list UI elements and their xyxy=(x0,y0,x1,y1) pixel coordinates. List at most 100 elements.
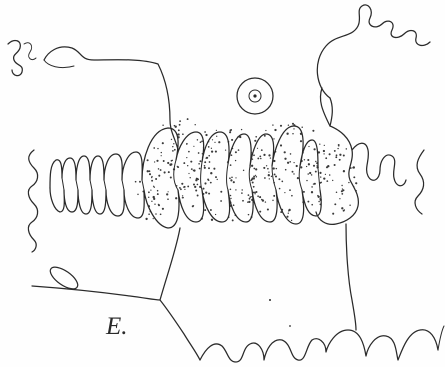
stipple-dot xyxy=(326,180,328,182)
stipple-dot xyxy=(188,151,190,153)
stipple-dot xyxy=(341,207,343,209)
stipple-dot xyxy=(208,146,210,148)
stipple-dot xyxy=(172,150,174,152)
stipple-dot xyxy=(243,170,244,171)
stipple-dot xyxy=(241,189,242,190)
stipple-dot xyxy=(148,197,149,198)
lobe-necks xyxy=(62,160,320,190)
stipple-dot xyxy=(182,195,183,196)
stipple-dot xyxy=(346,148,348,150)
stipple-dot xyxy=(161,152,162,153)
stipple-dot xyxy=(158,175,160,177)
stipple-dot xyxy=(139,181,141,183)
stipple-dot xyxy=(291,195,293,197)
stipple-dot xyxy=(214,142,215,143)
stipple-dot xyxy=(198,152,200,154)
stipple-dot xyxy=(273,160,275,162)
stipple-dot xyxy=(168,171,170,173)
stipple-dot xyxy=(162,142,164,144)
stipple-dot xyxy=(153,198,155,200)
stipple-dot xyxy=(160,169,162,171)
stipple-dot xyxy=(251,178,253,180)
stipple-dot xyxy=(273,138,274,139)
stipple-dot xyxy=(308,163,310,165)
stipple-dot xyxy=(174,149,176,151)
stipple-dot xyxy=(308,146,309,147)
stipple-dot xyxy=(167,162,169,164)
stipple-dot xyxy=(233,181,235,183)
stipple-dot xyxy=(187,118,189,120)
stipple-dot xyxy=(191,168,193,170)
stipple-dot xyxy=(341,185,342,186)
stipple-dot xyxy=(307,201,309,203)
stipple-dot xyxy=(341,190,343,192)
stipple-dot xyxy=(272,124,273,125)
stipple-dot xyxy=(230,198,231,199)
stipple-dot xyxy=(293,173,294,174)
stipple-dot xyxy=(323,150,325,152)
stipple-dot xyxy=(306,180,307,181)
stipple-dot xyxy=(288,209,290,211)
stipple-dot xyxy=(284,192,285,193)
stipple-dot xyxy=(193,183,195,185)
stipple-dot xyxy=(198,163,200,165)
stipple-dot xyxy=(210,209,212,211)
stipple-dot xyxy=(154,161,155,162)
stipple-dot xyxy=(291,220,292,221)
stipple-dot xyxy=(197,139,198,140)
stipple-dot xyxy=(204,165,206,167)
stipple-dot xyxy=(190,177,191,178)
stipple-dot xyxy=(208,155,210,157)
stipple-dot xyxy=(268,154,270,156)
right-wavy-margin xyxy=(415,150,424,214)
stipple-dot xyxy=(334,164,336,166)
stipple-dot xyxy=(204,131,206,133)
stipple-dot xyxy=(171,160,173,162)
stipple-dot xyxy=(154,187,155,188)
stipple-dot xyxy=(253,177,255,179)
stray-dot xyxy=(289,325,291,327)
stipple-dot xyxy=(248,194,250,196)
stipple-dot xyxy=(199,168,201,170)
stipple-dot xyxy=(209,161,211,163)
left-wavy-margin xyxy=(28,150,37,252)
stipple-dot xyxy=(211,148,212,149)
stipple-dot xyxy=(188,173,189,174)
stipple-dot xyxy=(325,157,327,159)
stipple-dot xyxy=(204,209,206,211)
stipple-dot xyxy=(304,159,305,160)
stipple-dot xyxy=(311,186,313,188)
stipple-dot xyxy=(292,171,294,173)
stipple-dot xyxy=(252,182,254,184)
stipple-dot xyxy=(186,143,188,145)
stipple-dot xyxy=(267,168,269,170)
stipple-dot xyxy=(179,124,181,126)
stipple-dot xyxy=(225,149,226,150)
stipple-dot xyxy=(217,179,218,180)
stipple-dot xyxy=(343,210,345,212)
stipple-dot xyxy=(287,162,289,164)
stipple-dot xyxy=(256,176,258,178)
stipple-dot xyxy=(194,186,196,188)
stipple-dot xyxy=(264,135,266,137)
stipple-dot xyxy=(265,130,266,131)
stipple-dot xyxy=(332,180,333,181)
stipple-dot xyxy=(158,204,160,206)
stipple-dot xyxy=(292,133,293,134)
stipple-dot xyxy=(231,139,233,141)
stipple-dot xyxy=(204,182,206,184)
stipple-dot xyxy=(301,127,302,128)
stipple-dot xyxy=(285,169,287,171)
stipple-dot xyxy=(151,176,152,177)
stipple-dot xyxy=(296,165,298,167)
stipple-dot xyxy=(336,154,338,156)
stipple-dot xyxy=(269,178,270,179)
stipple-dot xyxy=(216,130,217,131)
stipple-dot xyxy=(218,141,220,143)
stipple-dot xyxy=(257,195,259,197)
stipple-dot xyxy=(247,201,249,203)
stipple-dot xyxy=(145,218,147,220)
stipple-dot xyxy=(173,143,174,144)
stipple-dot xyxy=(205,134,207,136)
stipple-dot xyxy=(162,125,163,126)
